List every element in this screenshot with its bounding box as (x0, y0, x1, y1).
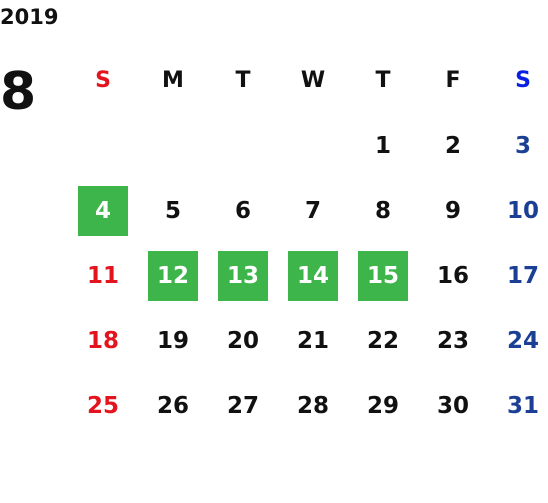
day-cell-23[interactable]: 23 (436, 327, 469, 354)
day-cell-31[interactable]: 31 (506, 392, 539, 419)
day-cell-18[interactable]: 18 (86, 327, 119, 354)
day-cell-empty (68, 113, 138, 178)
day-cell-empty (208, 113, 278, 178)
year-label: 2019 (0, 5, 59, 29)
day-cell-10[interactable]: 10 (506, 197, 539, 224)
day-cell-28[interactable]: 28 (296, 392, 329, 419)
weekday-header-tuesday: T (235, 68, 251, 93)
day-cell-12-highlighted[interactable]: 12 (138, 243, 208, 308)
day-cell-16[interactable]: 16 (436, 262, 469, 289)
weekday-header-sunday: S (95, 68, 111, 93)
weekday-header-wednesday: W (300, 68, 326, 93)
day-cell-14-highlighted[interactable]: 14 (278, 243, 348, 308)
weekday-header-saturday: S (515, 68, 531, 93)
day-cell-19[interactable]: 19 (156, 327, 189, 354)
day-cell-15-highlighted[interactable]: 15 (348, 243, 418, 308)
day-cell-11[interactable]: 11 (86, 262, 119, 289)
day-cell-22[interactable]: 22 (366, 327, 399, 354)
day-cell-26[interactable]: 26 (156, 392, 189, 419)
day-cell-21[interactable]: 21 (296, 327, 329, 354)
day-cell-2[interactable]: 2 (444, 132, 461, 159)
day-cell-20[interactable]: 20 (226, 327, 259, 354)
day-cell-29[interactable]: 29 (366, 392, 399, 419)
calendar-grid: S M T W T F S 1 2 3 4 5 6 7 8 9 10 11 12… (68, 48, 548, 438)
day-cell-3[interactable]: 3 (514, 132, 531, 159)
day-cell-27[interactable]: 27 (226, 392, 259, 419)
day-cell-30[interactable]: 30 (436, 392, 469, 419)
day-cell-24[interactable]: 24 (506, 327, 539, 354)
day-cell-9[interactable]: 9 (444, 197, 461, 224)
day-cell-25[interactable]: 25 (86, 392, 119, 419)
weekday-header-thursday: T (375, 68, 391, 93)
weekday-header-monday: M (162, 68, 184, 93)
day-cell-4-highlighted[interactable]: 4 (68, 178, 138, 243)
day-cell-6[interactable]: 6 (234, 197, 251, 224)
day-cell-empty (278, 113, 348, 178)
month-label: 8 (0, 62, 37, 122)
day-cell-1[interactable]: 1 (374, 132, 391, 159)
day-cell-8[interactable]: 8 (374, 197, 391, 224)
day-cell-17[interactable]: 17 (506, 262, 539, 289)
day-cell-empty (138, 113, 208, 178)
day-cell-7[interactable]: 7 (304, 197, 321, 224)
day-cell-13-highlighted[interactable]: 13 (208, 243, 278, 308)
weekday-header-friday: F (445, 68, 461, 93)
day-cell-5[interactable]: 5 (164, 197, 181, 224)
